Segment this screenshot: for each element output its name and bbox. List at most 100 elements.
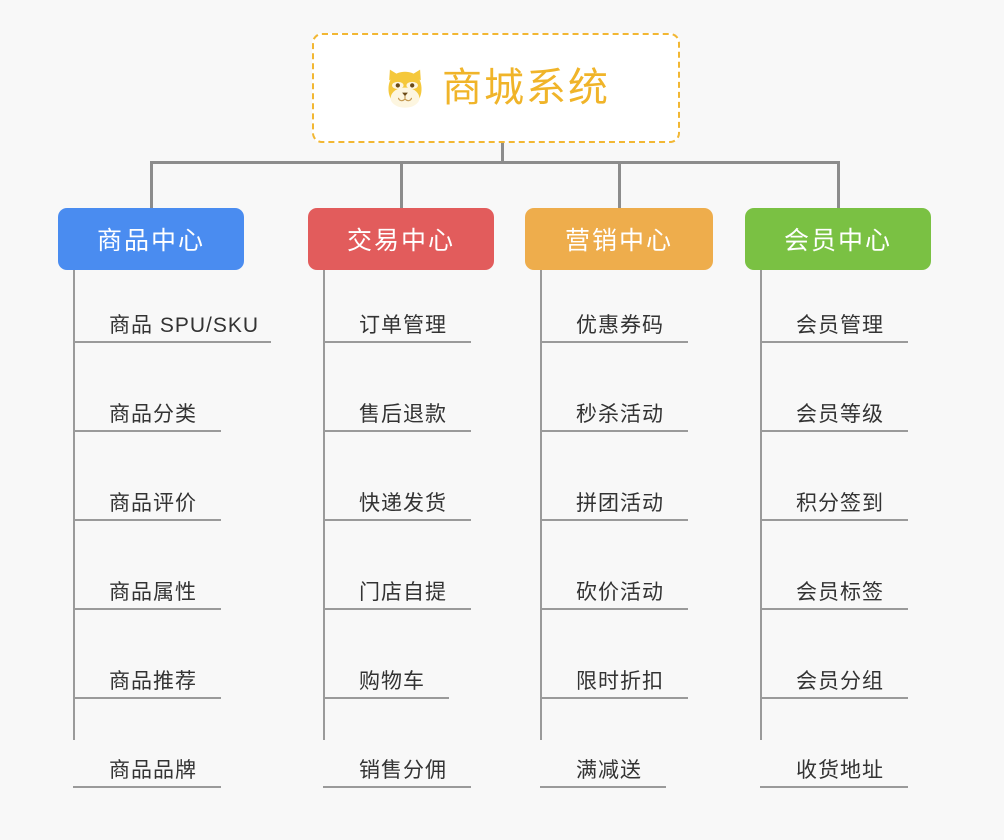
leaf-underline [760, 608, 908, 610]
leaf-spine-0 [73, 270, 75, 740]
leaf-label: 商品分类 [109, 403, 197, 426]
leaf-item[interactable]: 砍价活动 [540, 537, 713, 626]
leaf-item[interactable]: 订单管理 [323, 270, 494, 359]
leaf-item[interactable]: 快递发货 [323, 448, 494, 537]
leaf-label: 秒杀活动 [576, 403, 664, 426]
leaf-label: 会员分组 [796, 670, 884, 693]
leaf-label: 优惠券码 [576, 314, 664, 337]
category-header-3[interactable]: 会员中心 [745, 208, 931, 270]
bus-connector [149, 161, 840, 164]
leaf-item[interactable]: 秒杀活动 [540, 359, 713, 448]
leaf-item[interactable]: 商品评价 [73, 448, 244, 537]
leaf-label: 会员管理 [796, 314, 884, 337]
leaf-item[interactable]: 拼团活动 [540, 448, 713, 537]
leaf-item[interactable]: 会员管理 [760, 270, 931, 359]
leaf-item[interactable]: 购物车 [323, 626, 494, 715]
leaf-item[interactable]: 商品分类 [73, 359, 244, 448]
leaf-underline [760, 430, 908, 432]
leaf-underline [73, 697, 221, 699]
category-column-0: 商品中心商品 SPU/SKU 商品分类商品评价商品属性商品推荐商品品牌 [58, 208, 271, 804]
leaf-underline [323, 786, 471, 788]
leaf-label: 会员标签 [796, 581, 884, 604]
leaf-underline [323, 341, 471, 343]
leaf-underline [323, 430, 471, 432]
leaf-spine-1 [323, 270, 325, 740]
leaf-item[interactable]: 商品属性 [73, 537, 244, 626]
leaf-label: 满减送 [576, 759, 642, 782]
leaf-item[interactable]: 优惠券码 [540, 270, 713, 359]
leaf-item[interactable]: 销售分佣 [323, 715, 494, 804]
leaf-label: 订单管理 [359, 314, 447, 337]
leaf-label: 销售分佣 [359, 759, 447, 782]
leaf-item[interactable]: 收货地址 [760, 715, 931, 804]
leaf-underline [540, 608, 688, 610]
leaf-underline [73, 786, 221, 788]
leaf-label: 积分签到 [796, 492, 884, 515]
leaf-spine-3 [760, 270, 762, 740]
category-drop-connector-0 [149, 161, 153, 208]
root-node[interactable]: 商城系统 [312, 33, 680, 143]
leaf-underline [540, 519, 688, 521]
leaf-underline [323, 608, 471, 610]
category-header-1[interactable]: 交易中心 [308, 208, 494, 270]
leaf-label: 售后退款 [359, 403, 447, 426]
leaf-underline [540, 697, 688, 699]
leaf-label: 门店自提 [359, 581, 447, 604]
leaf-list-2: 优惠券码秒杀活动拼团活动砍价活动限时折扣满减送 [540, 270, 713, 804]
shiba-dog-face-icon [382, 66, 428, 112]
leaf-item[interactable]: 限时折扣 [540, 626, 713, 715]
category-header-label: 交易中心 [346, 227, 455, 255]
leaf-underline [760, 519, 908, 521]
leaf-label: 商品 SPU/SKU [109, 314, 260, 337]
leaf-underline [73, 430, 221, 432]
leaf-item[interactable]: 会员标签 [760, 537, 931, 626]
leaf-underline [73, 608, 221, 610]
leaf-item[interactable]: 门店自提 [323, 537, 494, 626]
leaf-label: 快递发货 [359, 492, 447, 515]
leaf-underline [73, 341, 271, 343]
leaf-label: 商品推荐 [109, 670, 197, 693]
leaf-underline [323, 519, 471, 521]
leaf-list-0: 商品 SPU/SKU 商品分类商品评价商品属性商品推荐商品品牌 [73, 270, 271, 804]
leaf-label: 拼团活动 [576, 492, 664, 515]
leaf-underline [760, 786, 908, 788]
category-header-0[interactable]: 商品中心 [58, 208, 244, 270]
leaf-underline [73, 519, 221, 521]
category-header-label: 营销中心 [564, 227, 673, 255]
category-drop-connector-3 [836, 161, 840, 208]
leaf-label: 限时折扣 [576, 670, 664, 693]
leaf-underline [760, 697, 908, 699]
category-drop-connector-2 [617, 161, 621, 208]
category-column-3: 会员中心会员管理会员等级积分签到会员标签会员分组收货地址 [745, 208, 931, 804]
leaf-item[interactable]: 售后退款 [323, 359, 494, 448]
category-header-label: 商品中心 [96, 227, 205, 255]
root-stem-connector [500, 143, 504, 164]
leaf-item[interactable]: 满减送 [540, 715, 713, 804]
leaf-underline [760, 341, 908, 343]
leaf-label: 商品品牌 [109, 759, 197, 782]
leaf-spine-2 [540, 270, 542, 740]
leaf-item[interactable]: 商品 SPU/SKU [73, 270, 271, 359]
leaf-label: 会员等级 [796, 403, 884, 426]
category-header-label: 会员中心 [783, 227, 892, 255]
leaf-underline [540, 786, 666, 788]
category-header-2[interactable]: 营销中心 [525, 208, 713, 270]
leaf-item[interactable]: 会员等级 [760, 359, 931, 448]
leaf-item[interactable]: 会员分组 [760, 626, 931, 715]
leaf-label: 商品属性 [109, 581, 197, 604]
leaf-label: 购物车 [359, 670, 425, 693]
leaf-item[interactable]: 积分签到 [760, 448, 931, 537]
leaf-list-3: 会员管理会员等级积分签到会员标签会员分组收货地址 [760, 270, 931, 804]
category-column-2: 营销中心优惠券码秒杀活动拼团活动砍价活动限时折扣满减送 [525, 208, 713, 804]
leaf-item[interactable]: 商品推荐 [73, 626, 244, 715]
leaf-underline [540, 341, 688, 343]
leaf-label: 商品评价 [109, 492, 197, 515]
category-column-1: 交易中心订单管理售后退款快递发货门店自提购物车销售分佣 [308, 208, 494, 804]
category-drop-connector-1 [399, 161, 403, 208]
leaf-underline [540, 430, 688, 432]
leaf-underline [323, 697, 449, 699]
root-title: 商城系统 [442, 66, 610, 110]
leaf-item[interactable]: 商品品牌 [73, 715, 244, 804]
leaf-label: 砍价活动 [576, 581, 664, 604]
